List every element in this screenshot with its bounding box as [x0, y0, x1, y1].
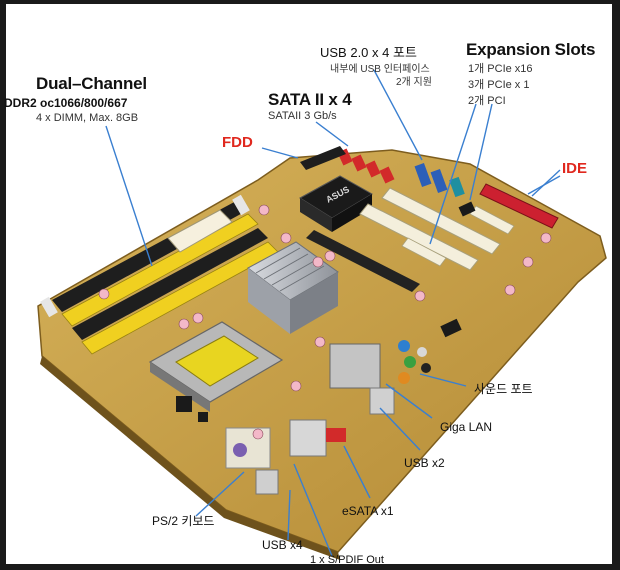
atx-power-connector: [167, 209, 233, 253]
spdif-out-label: 1 x S/PDIF Out: [310, 554, 384, 566]
expansion-pci: 2개 PCI: [468, 95, 506, 107]
dual-channel-title: Dual–Channel: [36, 74, 147, 93]
rear-io-panel: [225, 340, 431, 495]
expansion-pcie-x1: 3개 PCIe x 1: [468, 79, 530, 91]
cpu-socket: [148, 321, 284, 412]
ps2-keyboard-label: PS/2 키보드: [152, 514, 215, 528]
sata-speed: SATAII 3 Gb/s: [268, 110, 337, 122]
usb-x4-label: USB x4: [262, 538, 303, 552]
sata-title: SATA II x 4: [268, 90, 352, 109]
pcie-x16-slot: [306, 230, 420, 292]
fdd-label: FDD: [222, 134, 253, 151]
northbridge-heatsink: [247, 241, 339, 334]
giga-lan-label: Giga LAN: [440, 420, 493, 434]
esata-label: eSATA x1: [342, 504, 394, 518]
usb-header-line1: 내부에 USB 인터페이스: [330, 64, 430, 75]
dual-channel-ddr2: DDR2 oc1066/800/667: [4, 96, 128, 110]
pci-slot-2: [381, 187, 501, 255]
pcie-x1-slot-1: [401, 237, 447, 267]
ide-label: IDE: [562, 160, 588, 177]
leader-lines-red: [527, 175, 561, 195]
sound-port-label: 사운드 포트: [474, 382, 533, 396]
expansion-title: Expansion Slots: [466, 40, 596, 59]
leader-lines: [105, 69, 561, 557]
capacitors: [98, 204, 552, 440]
usb-header-title: USB 2.0 x 4 포트: [320, 45, 417, 60]
usb-header-line2: 2개 지원: [396, 77, 432, 88]
fdd-connector: [300, 146, 346, 170]
chips: [176, 201, 476, 422]
expansion-pcie-x16: 1개 PCIe x16: [468, 63, 533, 75]
dimm-slots: [40, 194, 279, 355]
usb-internal-headers: [414, 162, 465, 198]
dual-channel-dimm: 4 x DIMM, Max. 8GB: [36, 112, 139, 124]
usb-x2-label: USB x2: [404, 456, 445, 470]
southbridge-heatsink: [299, 175, 373, 232]
ide-connector: [479, 183, 559, 229]
